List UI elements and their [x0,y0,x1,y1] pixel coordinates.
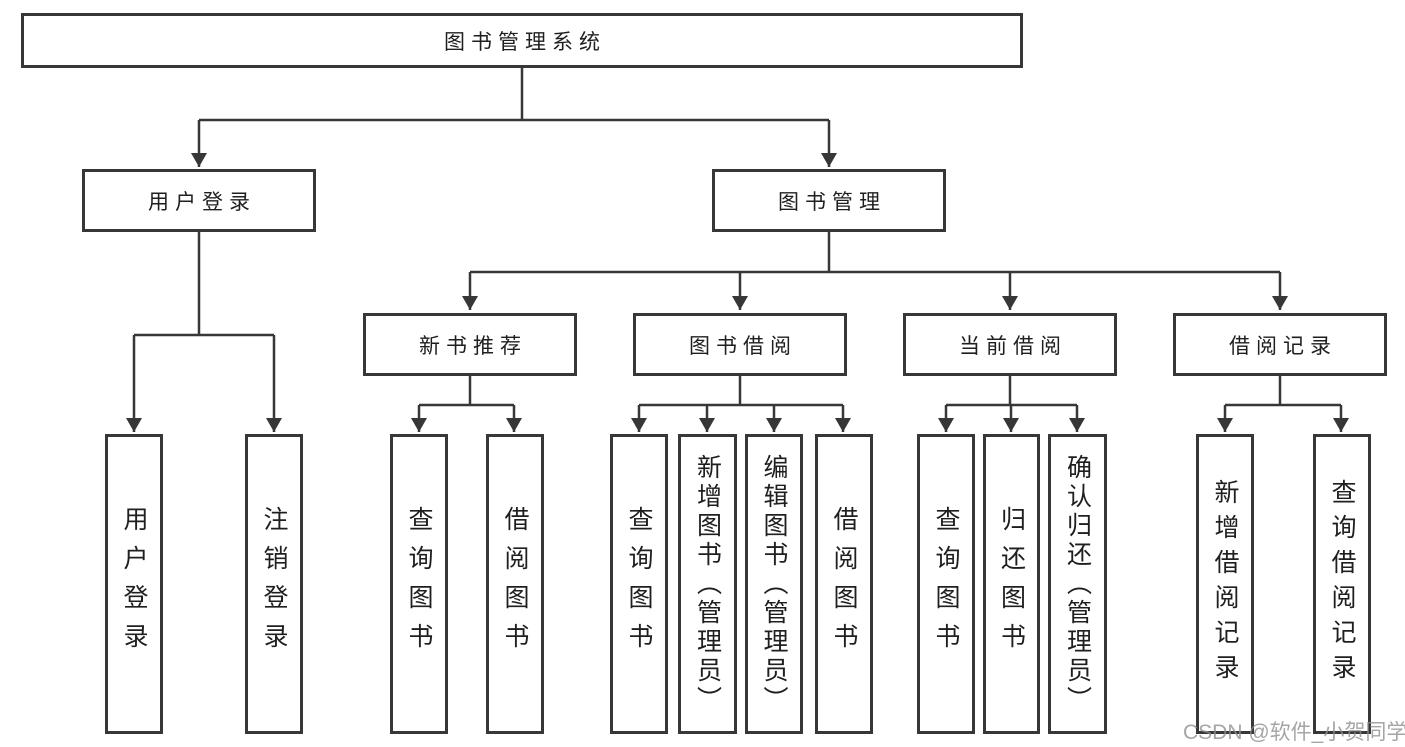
leaf-query-books-borrow: 查询图书 [610,434,668,734]
node-book-borrow: 图书借阅 [633,313,847,376]
node-borrow-records: 借阅记录 [1173,313,1387,376]
node-user-login: 用户登录 [82,169,316,232]
node-library-management-system: 图书管理系统 [21,13,1023,68]
leaf-edit-books-admin: 编辑图书（管理员） [745,434,803,734]
leaf-add-books-admin: 新增图书（管理员） [678,434,737,734]
leaf-user-login: 用户登录 [105,434,163,734]
node-current-borrow: 当前借阅 [903,313,1117,376]
leaf-logout: 注销登录 [245,434,303,734]
leaf-query-books-recommend: 查询图书 [390,434,448,734]
leaf-confirm-return-admin: 确认归还（管理员） [1048,434,1107,734]
csdn-watermark: CSDN @软件_小贺同学 [1183,721,1405,744]
leaf-borrow-books-recommend: 借阅图书 [486,434,544,734]
leaf-borrow-books: 借阅图书 [815,434,873,734]
leaf-query-books-current: 查询图书 [917,434,975,734]
leaf-query-borrow-record: 查询借阅记录 [1313,434,1371,734]
leaf-return-books: 归还图书 [983,434,1040,734]
leaf-add-borrow-record: 新增借阅记录 [1196,434,1254,734]
node-new-book-recommend: 新书推荐 [363,313,577,376]
node-book-management: 图书管理 [712,169,946,232]
